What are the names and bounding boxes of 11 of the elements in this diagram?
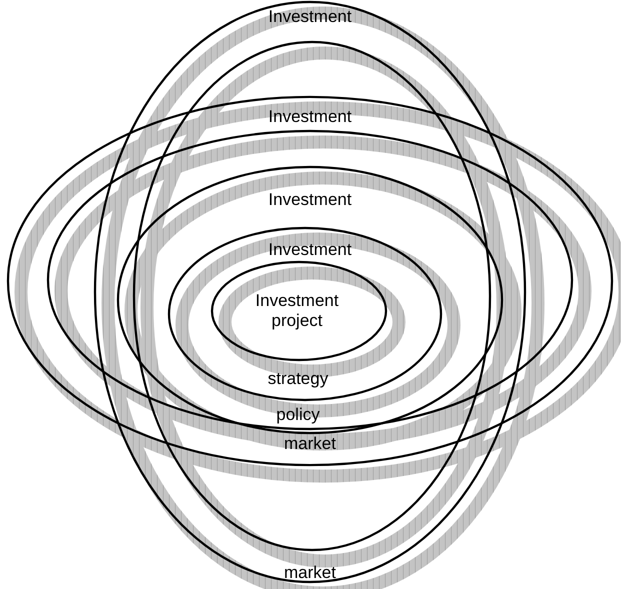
ellipse-label: policy: [275, 405, 321, 425]
ellipse-label: market: [283, 434, 337, 454]
ellipse: [210, 260, 388, 362]
ellipse-label: Investment: [267, 240, 353, 260]
ellipse-label: strategy: [266, 369, 330, 389]
ellipse-label: Investment: [267, 190, 353, 210]
ellipse: [167, 226, 443, 402]
ellipse-label: Investment: [267, 107, 353, 127]
ellipse-label: Investment: [267, 7, 353, 27]
ellipse-label: Investment project: [254, 291, 340, 331]
ellipse-label: market: [283, 563, 337, 583]
